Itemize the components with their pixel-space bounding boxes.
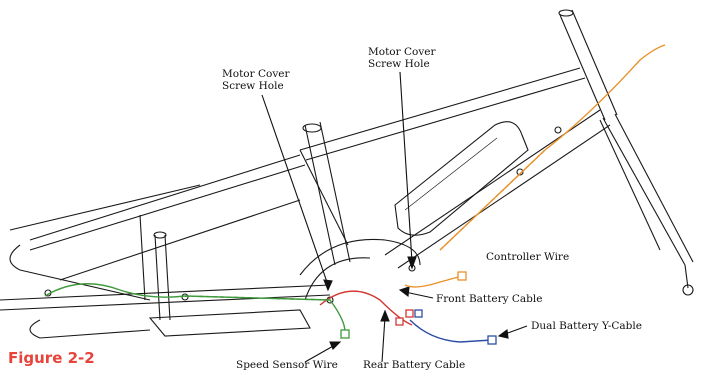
speed-sensor-connector bbox=[340, 329, 350, 339]
speed-sensor-wire bbox=[44, 283, 346, 333]
speed-sensor-wire-label: Speed Sensor Wire bbox=[236, 359, 338, 371]
front-battery-connector-2 bbox=[405, 309, 414, 318]
leader-lines bbox=[261, 71, 528, 363]
figure-label: Figure 2-2 bbox=[8, 349, 95, 367]
front-battery-connector bbox=[395, 317, 404, 326]
speed-sensor-wire-dashed bbox=[184, 295, 331, 301]
controller-wire-label: Controller Wire bbox=[486, 251, 570, 263]
bike-frame bbox=[0, 9, 694, 339]
dual-battery-y-cable-label: Dual Battery Y-Cable bbox=[531, 320, 642, 332]
motor-cover-screw-hole-left-label: Motor Cover Screw Hole bbox=[222, 68, 290, 92]
motor-cover-left-text: Motor Cover Screw Hole bbox=[222, 68, 290, 92]
rear-battery-cable-label: Rear Battery Cable bbox=[363, 359, 466, 371]
controller-wire-dashed bbox=[439, 149, 546, 251]
motor-cover-right-text: Motor Cover Screw Hole bbox=[368, 46, 436, 70]
dual-battery-connector bbox=[487, 335, 497, 345]
motor-cover-screw-hole-right-label: Motor Cover Screw Hole bbox=[368, 46, 436, 70]
front-battery-cable bbox=[319, 290, 413, 326]
controller-wire bbox=[404, 44, 666, 288]
controller-connector bbox=[457, 271, 467, 281]
front-battery-cable-label: Front Battery Cable bbox=[436, 293, 543, 305]
dual-battery-connector-2 bbox=[414, 309, 423, 318]
